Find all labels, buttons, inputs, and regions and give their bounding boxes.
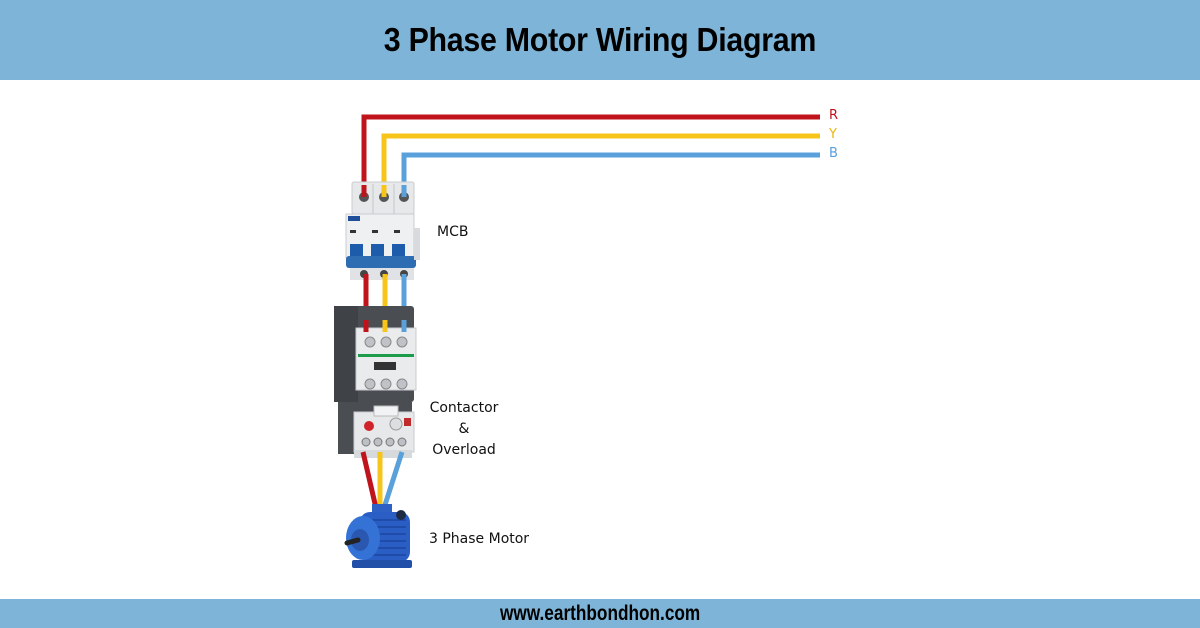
mcb-device xyxy=(345,181,420,280)
contactor-device xyxy=(334,306,417,402)
contactor-label-line3: Overload xyxy=(432,442,496,458)
phase-label-b: B xyxy=(829,146,838,161)
footer-banner: www.earthbondhon.com xyxy=(0,599,1200,628)
contactor-label-line2: & xyxy=(458,421,470,437)
mcb-label: MCB xyxy=(437,224,469,240)
contactor-overload-label: Contactor & Overload xyxy=(424,398,504,461)
supply-wires xyxy=(361,114,820,185)
wire-b-supply xyxy=(401,152,820,185)
wire-r-supply xyxy=(361,114,820,185)
phase-label-y: Y xyxy=(829,127,837,142)
title-banner: 3 Phase Motor Wiring Diagram xyxy=(0,0,1200,80)
wire-y-supply xyxy=(381,133,820,185)
website-link[interactable]: www.earthbondhon.com xyxy=(499,601,701,625)
overload-relay-device xyxy=(338,402,415,458)
motor-label: 3 Phase Motor xyxy=(429,531,530,547)
page-title: 3 Phase Motor Wiring Diagram xyxy=(383,21,817,58)
contactor-label-line1: Contactor xyxy=(429,400,499,416)
phase-label-r: R xyxy=(829,108,839,123)
motor-device xyxy=(344,504,412,568)
overload-to-motor-wires xyxy=(360,451,405,509)
